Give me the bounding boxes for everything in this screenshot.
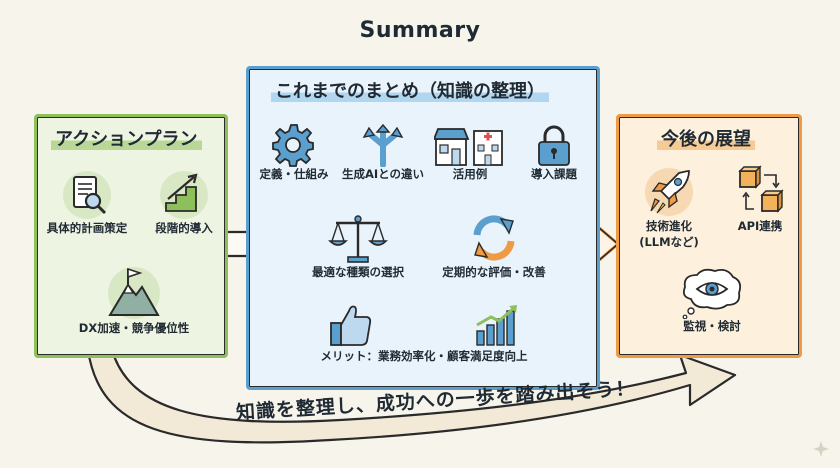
- outlook-panel: 今後の展望 技術進化 (LLMなど) API連携: [616, 114, 802, 358]
- outlook-item-api: API連携: [715, 165, 805, 235]
- sparkle-icon: [813, 441, 829, 457]
- outlook-item-monitoring: 監視・検討: [619, 267, 805, 335]
- thumbs-up-icon: [330, 305, 372, 346]
- eye-bubble-icon: [682, 268, 742, 319]
- connected-cubes-icon: [738, 165, 784, 213]
- split-arrows-icon: [362, 123, 404, 167]
- summary-item-difference: 生成AIとの違い: [337, 123, 429, 183]
- document-magnifier-icon: [63, 171, 111, 219]
- action-plan-title: アクションプラン: [51, 125, 202, 151]
- store-hospital-icon: [434, 128, 503, 166]
- plan-item-detailed-planning: 具体的計画策定: [37, 169, 137, 237]
- padlock-icon: [538, 125, 570, 166]
- summary-title: これまでのまとめ（知識の整理）: [271, 77, 549, 103]
- summary-item-selection: 最適な種類の選択: [293, 211, 423, 281]
- rocket-icon: [645, 168, 693, 216]
- gear-icon: [272, 124, 314, 167]
- rising-stairs-arrow-icon: [160, 171, 208, 219]
- outlook-item-tech-evolution: 技術進化 (LLMなど): [619, 165, 719, 250]
- action-plan-panel: アクションプラン 具体的計画策定 段階的導入 DX: [34, 114, 228, 358]
- mountain-flag-icon: [108, 267, 160, 319]
- outlook-title: 今後の展望: [657, 125, 755, 151]
- summary-item-challenges: 導入課題: [511, 123, 597, 183]
- plan-item-phased-rollout: 段階的導入: [137, 169, 231, 237]
- summary-item-use-cases: 活用例: [425, 123, 515, 183]
- sweeping-arrow-icon: [86, 348, 737, 444]
- tech-evolution-label: 技術進化 (LLMなど): [639, 219, 699, 249]
- refresh-cycle-icon: [473, 215, 515, 261]
- summary-panel: これまでのまとめ（知識の整理） 定義・仕組み 生成AIとの違い: [246, 66, 600, 390]
- summary-item-benefits: メリット：業務効率化・顧客満足度向上: [289, 301, 559, 365]
- plan-item-dx-advantage: DX加速・競争優位性: [37, 263, 231, 337]
- balance-scale-icon: [328, 215, 388, 263]
- summary-item-evaluation: 定期的な評価・改善: [423, 211, 565, 281]
- growth-chart-icon: [476, 305, 517, 346]
- summary-item-definition: 定義・仕組み: [249, 123, 339, 183]
- page-title: Summary: [359, 18, 481, 43]
